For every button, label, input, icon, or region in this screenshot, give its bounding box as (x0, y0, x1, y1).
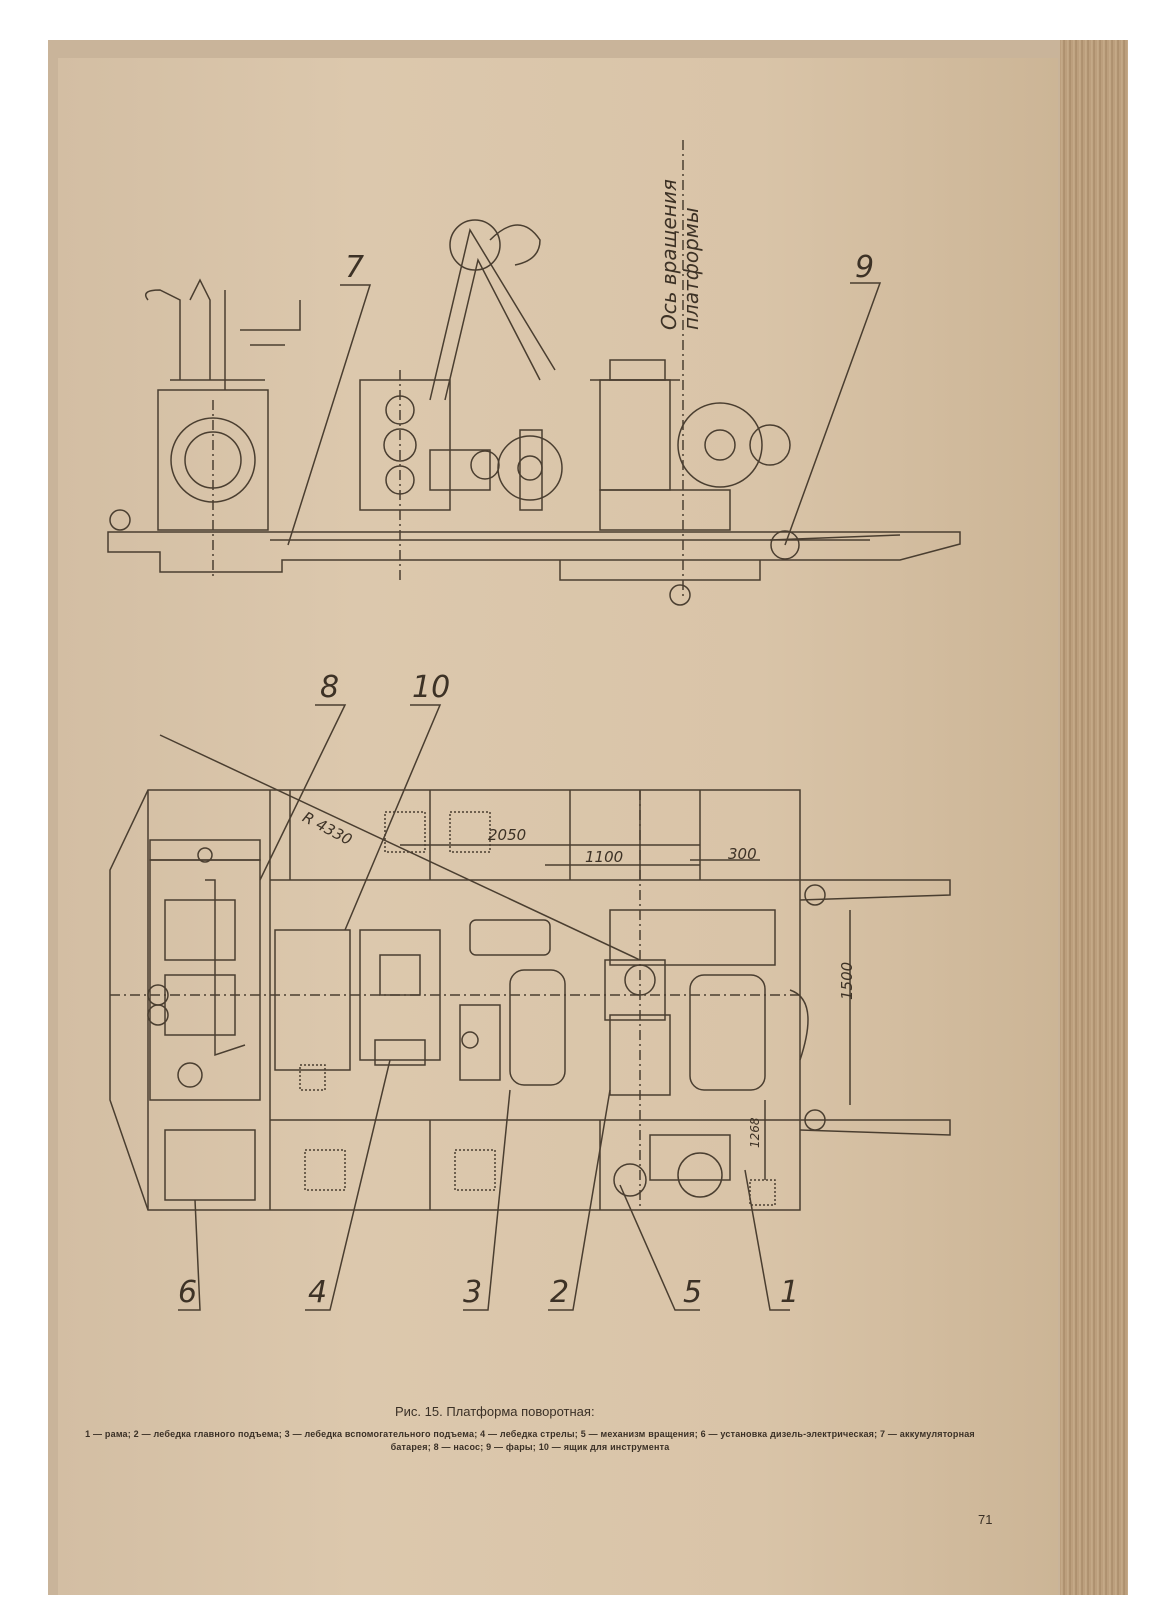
dimension-1100: 1100 (585, 848, 624, 866)
callout-4: 4 (308, 1275, 328, 1310)
figure-caption-legend: 1 — рама; 2 — лебедка главного подъема; … (85, 1429, 975, 1452)
page-edges (1060, 40, 1128, 1595)
plan-view-drawing (109, 704, 951, 1311)
callout-1: 1 (780, 1275, 800, 1310)
callout-10: 10 (412, 670, 451, 705)
rotation-axis-label-line1: Ось вращения (657, 179, 681, 330)
rotation-axis-label: Ось вращения платформы (657, 179, 703, 330)
figure-caption-title: Рис. 15. Платформа поворотная: (395, 1404, 595, 1419)
dimension-1268: 1268 (748, 1117, 762, 1148)
callout-7: 7 (345, 250, 365, 285)
dimension-1500: 1500 (838, 961, 856, 1000)
callout-6: 6 (178, 1275, 198, 1310)
callout-9: 9 (855, 250, 875, 285)
page-number: 71 (978, 1512, 993, 1527)
callout-3: 3 (463, 1275, 483, 1310)
callout-2: 2 (550, 1275, 570, 1310)
side-view-drawing (107, 140, 961, 606)
dimension-2050: 2050 (488, 826, 527, 844)
rotation-axis-label-line2: платформы (679, 207, 703, 330)
callout-8: 8 (320, 670, 340, 705)
callout-5: 5 (683, 1275, 703, 1310)
dimension-300: 300 (728, 845, 757, 863)
